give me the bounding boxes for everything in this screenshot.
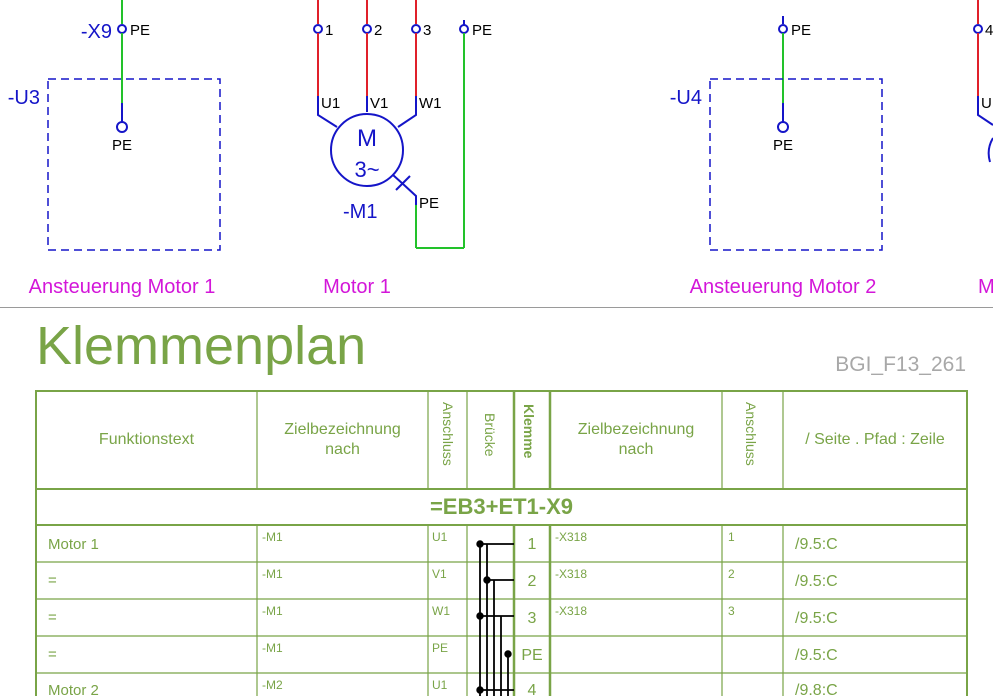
row-3-anschluss-left: W1 <box>432 604 450 618</box>
wire-w1 <box>397 96 417 128</box>
caption-right-edge: M <box>978 276 993 298</box>
bridge-dot-4 <box>504 650 512 658</box>
u3-tag: -U3 <box>8 87 40 109</box>
row-5-funktionstext: Motor 2 <box>48 682 99 699</box>
row-1-anschluss-right: 1 <box>728 530 735 544</box>
row-1-klemme: 1 <box>527 536 537 553</box>
x9-pe-label: PE <box>130 22 150 39</box>
row-4-funktionstext: = <box>48 646 57 663</box>
bridge-dot-5 <box>476 686 484 694</box>
u3-pe-label: PE <box>112 137 132 154</box>
u4-pe-label: PE <box>773 137 793 154</box>
row-3-anschluss-right: 3 <box>728 604 735 618</box>
x9-tag: -X9 <box>81 21 112 43</box>
row-5-seite: /9.8:C <box>795 682 838 699</box>
wire-u1 <box>317 96 338 128</box>
row-2-anschluss-left: V1 <box>432 567 447 581</box>
table-frame <box>35 390 968 696</box>
terminal-1-label: 1 <box>325 22 333 39</box>
row-2-ziel-left: -M1 <box>262 567 283 581</box>
row-3-klemme: 3 <box>527 610 537 627</box>
row-2-ziel-right: -X318 <box>555 567 588 581</box>
row-5-klemme: 4 <box>527 682 537 699</box>
terminal-u3-pe <box>116 121 128 133</box>
row-3-funktionstext: = <box>48 609 57 626</box>
header-funktionstext: Funktionstext <box>98 431 195 448</box>
row-2-anschluss-right: 2 <box>728 567 735 581</box>
caption-ansteuerung-motor-2: Ansteuerung Motor 2 <box>690 276 877 298</box>
header-anschluss-right: Anschluss <box>743 402 759 466</box>
row-5-ziel-left: -M2 <box>262 678 283 692</box>
row-2-klemme: 2 <box>527 573 537 590</box>
terminal-pe-label: PE <box>472 22 492 39</box>
circuit-schematic: -X9 PE PE -U3 1 2 3 PE U1 V1 W1 M 3~ PE … <box>8 0 993 298</box>
page-title: Klemmenplan <box>36 316 367 376</box>
motor-term-u1: U1 <box>321 95 340 112</box>
wire-right-blue <box>977 96 993 126</box>
header-zielbezeichnung-right: Zielbezeichnung nach <box>577 421 695 458</box>
motor-phase: 3~ <box>354 157 379 182</box>
bridge-dot-1 <box>476 540 484 548</box>
caption-ansteuerung-motor-1: Ansteuerung Motor 1 <box>29 276 216 298</box>
row-4-anschluss-left: PE <box>432 641 449 655</box>
row-5-anschluss-left: U1 <box>432 678 448 692</box>
caption-motor-1: Motor 1 <box>323 276 391 298</box>
row-3-ziel-left: -M1 <box>262 604 283 618</box>
motor-term-v1: V1 <box>370 95 388 112</box>
header-klemme: Klemme <box>521 404 537 459</box>
u4-in-pe-label: PE <box>791 22 811 39</box>
motor-pe-label: PE <box>419 195 439 212</box>
header-anschluss-left: Anschluss <box>440 402 456 466</box>
row-1-ziel-left: -M1 <box>262 530 283 544</box>
row-4-ziel-left: -M1 <box>262 641 283 655</box>
motor-pe-lead <box>392 174 417 205</box>
header-seite-pfad-zeile: / Seite . Pfad : Zeile <box>805 431 945 448</box>
motor-letter: M <box>357 125 377 152</box>
bridge-dot-3 <box>476 612 484 620</box>
row-1-ziel-right: -X318 <box>555 530 588 544</box>
motor-term-w1: W1 <box>419 95 442 112</box>
right-terminal-4: 4 <box>985 22 993 39</box>
u4-tag: -U4 <box>670 87 702 109</box>
row-1-seite: /9.5:C <box>795 536 838 553</box>
row-4-seite: /9.5:C <box>795 647 838 664</box>
header-zielbezeichnung-left: Zielbezeichnung nach <box>284 421 401 458</box>
right-term-u: U <box>981 95 992 112</box>
motor-symbol <box>330 113 404 187</box>
device-u3-box <box>47 78 221 251</box>
document-id: BGI_F13_261 <box>835 353 966 376</box>
bridge-dot-2 <box>483 576 491 584</box>
device-u4-box <box>709 78 883 251</box>
row-2-seite: /9.5:C <box>795 573 838 590</box>
row-3-ziel-right: -X318 <box>555 604 588 618</box>
row-1-anschluss-left: U1 <box>432 530 448 544</box>
motor-pe-tick <box>395 175 411 191</box>
terminal-strip-group: =EB3+ET1-X9 <box>429 494 574 519</box>
m1-tag: -M1 <box>343 201 377 223</box>
row-4-klemme: PE <box>521 647 543 664</box>
row-2-funktionstext: = <box>48 572 57 589</box>
section-divider <box>0 307 993 308</box>
row-1-funktionstext: Motor 1 <box>48 536 99 553</box>
header-bruecke: Brücke <box>482 413 498 457</box>
terminal-3-label: 3 <box>423 22 431 39</box>
terminal-2-label: 2 <box>374 22 382 39</box>
right-motor-arc <box>987 137 993 163</box>
row-3-seite: /9.5:C <box>795 610 838 627</box>
terminal-u4-pe <box>777 121 789 133</box>
